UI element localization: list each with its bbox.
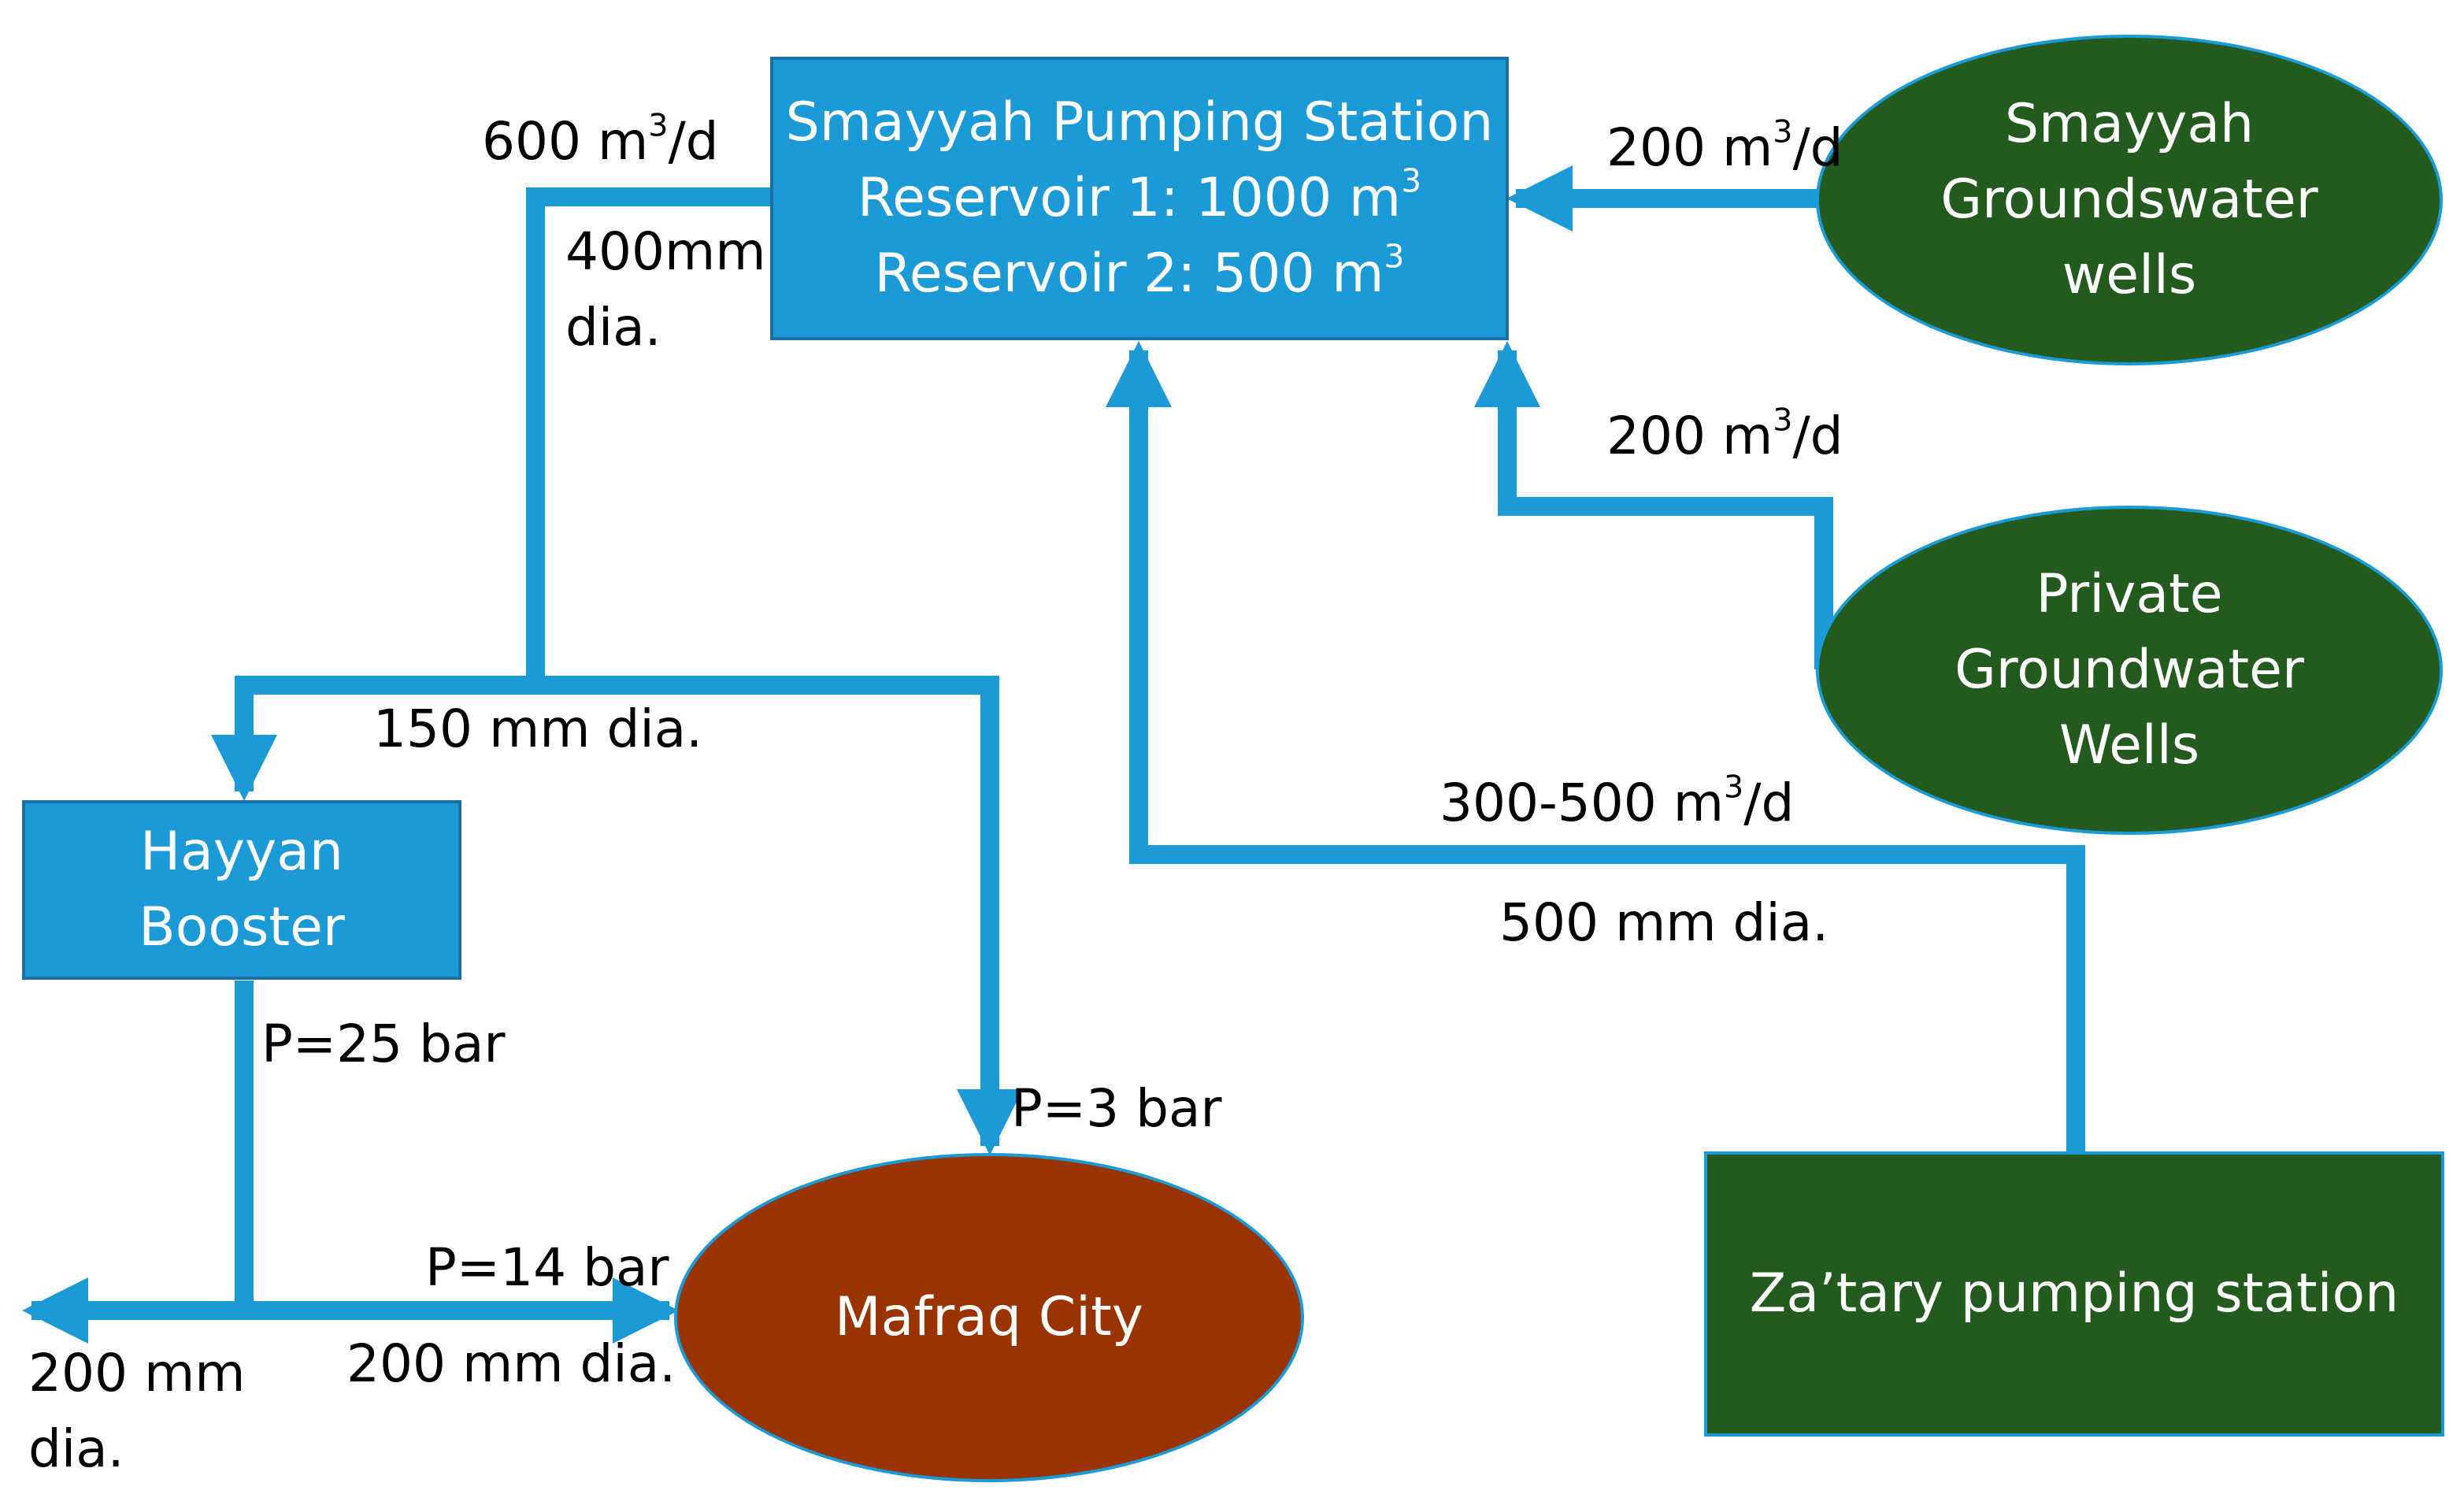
zatary-pumping-station: Za’tary pumping station — [1704, 1151, 2444, 1437]
hayyan-booster-line2: Booster — [139, 896, 345, 958]
smayyah-pumping-station: Smayyah Pumping Station Reservoir 1: 100… — [770, 57, 1509, 340]
hayyan-booster-line1: Hayyan — [139, 821, 344, 883]
smayyah-wells-line1: Smayyah — [2004, 93, 2255, 155]
private-wells-line2: Groundwater — [1955, 639, 2304, 701]
smayyah-wells-flow-label: 200 m3/d — [1606, 113, 1843, 178]
private-wells-line3: Wells — [2058, 714, 2200, 777]
reservoir-1: Reservoir 1: 1000 m3 — [857, 161, 1422, 229]
mafraq-city-label: Mafraq City — [835, 1286, 1143, 1348]
pressure-25-label: P=25 bar — [261, 1014, 506, 1074]
pipe-600-outflow — [526, 187, 772, 677]
smayyah-groundwater-wells: Smayyah Groundswater wells — [1816, 35, 2443, 365]
diameter-400-line1: 400mm — [565, 221, 766, 282]
zatary-flow-label: 300-500 m3/d — [1439, 769, 1795, 833]
mafraq-city: Mafraq City — [674, 1153, 1304, 1482]
hayyan-booster: Hayyan Booster — [22, 800, 461, 980]
diameter-200-west-line1: 200 mm — [28, 1343, 246, 1403]
diameter-400-line2: dia. — [565, 297, 661, 358]
zatary-station-label: Za’tary pumping station — [1749, 1262, 2399, 1325]
diameter-200-west-label: 200 mm dia. — [28, 1336, 246, 1487]
pipe-zatary-inflow — [1106, 341, 2085, 1154]
diameter-500-label: 500 mm dia. — [1499, 892, 1829, 953]
pipe-private-wells-inflow — [1474, 341, 1833, 669]
diameter-400-label: 400mm dia. — [565, 214, 766, 365]
smayyah-wells-line2: Groundswater — [1940, 169, 2318, 231]
private-wells-flow-label: 200 m3/d — [1606, 402, 1843, 466]
pressure-3-label: P=3 bar — [1011, 1078, 1222, 1139]
pressure-14-label: P=14 bar — [425, 1237, 669, 1298]
private-wells-line1: Private — [2036, 563, 2223, 625]
station-name: Smayyah Pumping Station — [785, 91, 1494, 154]
outflow-600-label: 600 m3/d — [482, 107, 719, 172]
diameter-150-label: 150 mm dia. — [373, 699, 703, 759]
diameter-200-west-line2: dia. — [28, 1418, 124, 1479]
smayyah-wells-line3: wells — [2062, 244, 2197, 306]
reservoir-2: Reservoir 2: 500 m3 — [874, 237, 1405, 305]
diameter-200-city-label: 200 mm dia. — [346, 1333, 676, 1394]
private-groundwater-wells: Private Groundwater Wells — [1816, 506, 2443, 835]
pipe-to-hayyan-booster — [211, 676, 535, 801]
pipe-150mm-to-mafraq — [535, 676, 1023, 1155]
